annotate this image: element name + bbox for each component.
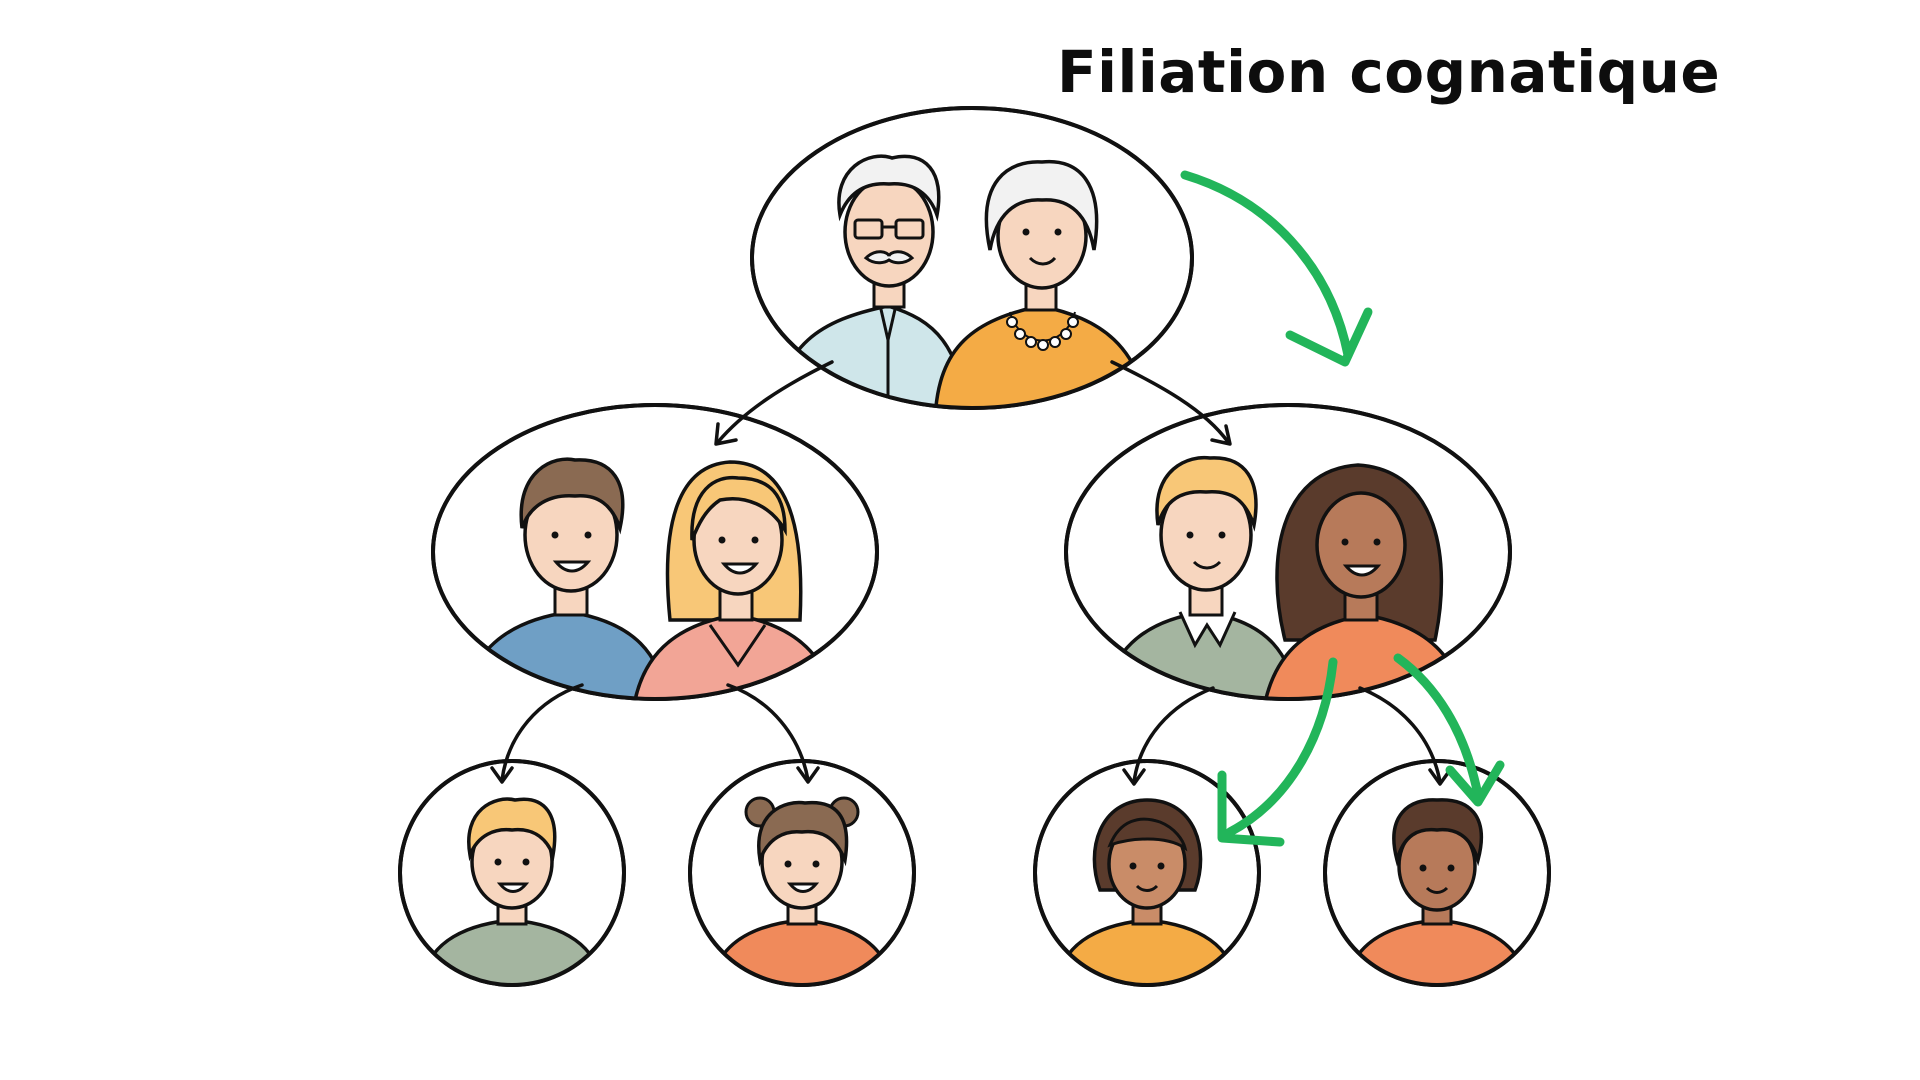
person-grandfather: [773, 154, 970, 408]
edge-couple-left-child-2: [726, 683, 820, 784]
grandmother-hair: [984, 159, 1099, 251]
node-child-1: [398, 759, 626, 987]
node-child-2: [688, 759, 916, 987]
node-couple-right: [1064, 403, 1512, 701]
node-child-3: [1033, 759, 1261, 987]
edge-couple-right-child-4: [1358, 686, 1452, 786]
necklace-icon: [1006, 311, 1079, 351]
edge-grandparents-couple-right: [1110, 360, 1232, 446]
edge-couple-right-child-3: [1122, 686, 1215, 786]
woman-hair-front: [690, 475, 787, 541]
man-hair: [519, 457, 625, 535]
glasses-icon: [853, 218, 925, 240]
child-hair: [757, 800, 849, 867]
green-arrow-couple-right-child-4: [1393, 653, 1505, 807]
green-arrow-grandparents-couple-right: [1180, 170, 1373, 367]
node-couple-left: [431, 403, 879, 701]
grandfather-face: [843, 176, 935, 288]
cognatic-highlight-arrows: [1180, 170, 1505, 847]
node-grandparents: [750, 106, 1194, 410]
mustache-icon: [863, 250, 915, 265]
edge-couple-left-child-1: [490, 683, 584, 784]
woman-face: [1315, 491, 1407, 599]
node-child-4: [1323, 759, 1551, 987]
man-hair: [1155, 455, 1258, 532]
descent-arrows: [490, 360, 1452, 786]
person-woman-right: [1260, 463, 1473, 699]
grandfather-hair: [837, 154, 941, 222]
diagram-title: Filiation cognatique: [1057, 38, 1721, 106]
child-hair: [467, 797, 557, 862]
green-arrow-couple-right-child-3: [1217, 657, 1338, 847]
edge-grandparents-couple-left: [714, 360, 834, 446]
child-hair: [1392, 798, 1484, 867]
